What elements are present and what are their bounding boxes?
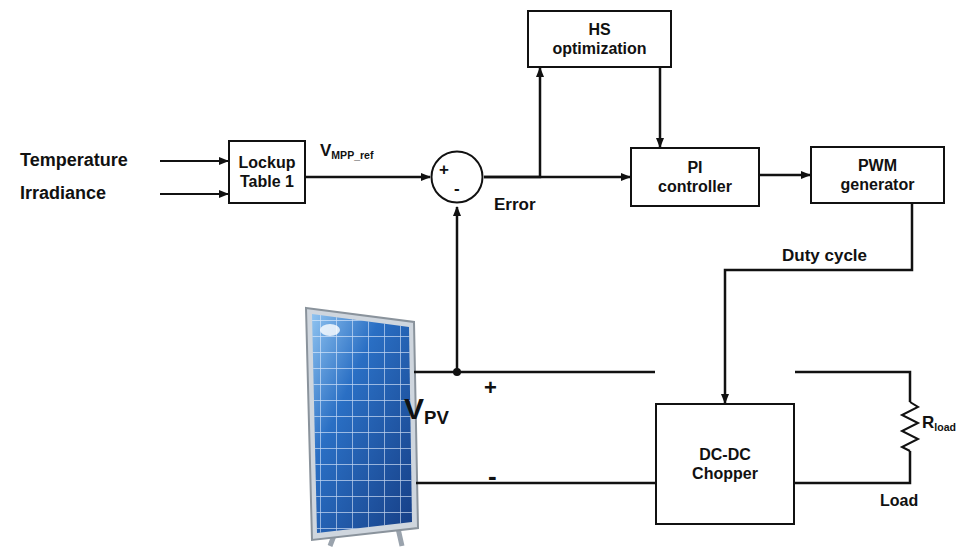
feedback-arrow: [456, 207, 459, 372]
signal-label: Duty cycle: [780, 247, 869, 266]
controller-box: PI controller: [630, 147, 760, 207]
lookup-table-box: Lockup Table 1: [228, 140, 306, 204]
signal-arrow: [484, 176, 630, 179]
box-text: HS optimization: [551, 20, 648, 58]
wire: [416, 482, 655, 485]
pv-panel: [306, 308, 418, 546]
signal-arrow: [760, 174, 810, 177]
signal-label: Error: [492, 196, 538, 215]
input-arrow: [160, 160, 228, 162]
wire: [795, 372, 910, 402]
sign-text: -: [454, 180, 460, 197]
summing-junction: +-: [430, 150, 484, 204]
sign-text: +: [439, 161, 449, 178]
box-text: Lockup Table 1: [236, 153, 298, 191]
converter-box: DC-DC Chopper: [655, 403, 795, 525]
wire: [414, 371, 655, 374]
signal-arrow: [484, 68, 540, 177]
box-text: DC-DC Chopper: [673, 445, 777, 483]
signal-label: VMPP_ref: [318, 142, 375, 161]
polarity-sign: +: [484, 376, 497, 400]
resistor-symbol: [902, 402, 918, 451]
input-label: Irradiance: [20, 184, 106, 204]
box-text: PI controller: [652, 158, 738, 196]
signal-arrow: [725, 204, 912, 403]
optimizer-box: HS optimization: [527, 10, 672, 68]
box-text: PWM generator: [826, 156, 929, 194]
polarity-sign: -: [488, 462, 497, 491]
signal-arrow: [306, 176, 430, 179]
voltage-label: VPV: [404, 392, 449, 428]
pwm-box: PWM generator: [810, 146, 945, 204]
input-label: Temperature: [20, 151, 128, 171]
load-label: Load: [880, 492, 918, 510]
wire: [795, 451, 910, 483]
load-label: Rload: [922, 414, 956, 433]
input-arrow: [160, 193, 228, 195]
signal-arrow: [659, 68, 662, 147]
